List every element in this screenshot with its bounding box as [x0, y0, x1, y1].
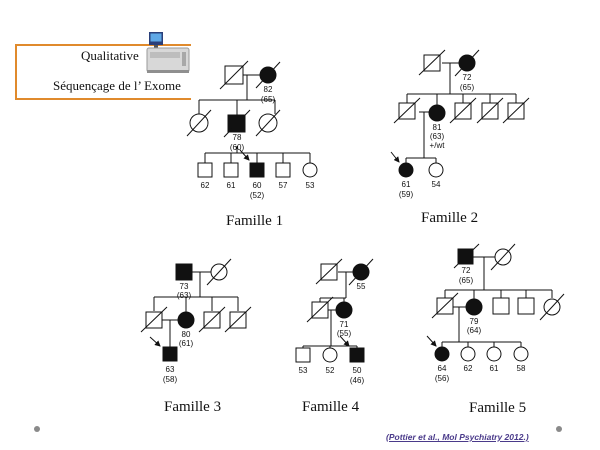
f1-child4-age: 57 [279, 181, 288, 190]
f1-proband-arrow [239, 149, 250, 161]
f2-proband-arrow [390, 151, 400, 163]
f4-mother-onset: (55) [337, 329, 352, 338]
f4-child1-age: 53 [299, 366, 308, 375]
f4-child2-age: 52 [326, 366, 335, 375]
f5-proband-age: 64 [438, 364, 447, 373]
famille-2-label: Famille 2 [421, 210, 479, 226]
f5-mother-affected [465, 298, 483, 316]
pedigree-famille-1 [186, 60, 318, 178]
f3-mother-age: 80 [182, 330, 191, 339]
slide-dot-left [34, 426, 40, 432]
slide-dot-right [556, 426, 562, 432]
sequencer-icon [146, 32, 190, 73]
f2-mother-genotype: +/wt [430, 141, 446, 150]
f3-mother-affected [177, 311, 195, 329]
f4-proband-affected [349, 347, 365, 363]
f5-grandfather-onset: (65) [459, 276, 474, 285]
famille-1-label: Famille 1 [226, 213, 284, 229]
f1-grandmother-onset: (65) [261, 95, 276, 104]
f3-grandfather-age: 73 [180, 282, 189, 291]
famille-5-label: Famille 5 [469, 400, 527, 416]
f5-child3-age: 61 [490, 364, 499, 373]
f2-child2-age: 54 [432, 180, 441, 189]
f4-mother-affected [335, 301, 353, 319]
f5-proband-affected [434, 346, 450, 362]
f2-grandmother-age: 72 [463, 73, 472, 82]
f3-proband-onset: (58) [163, 375, 178, 384]
f1-father-age: 78 [233, 133, 242, 142]
f2-proband-affected [398, 162, 414, 178]
f1-child1-age: 62 [201, 181, 210, 190]
famille-4-label: Famille 4 [302, 399, 360, 415]
f2-mother-onset: (63) [430, 132, 445, 141]
callout-qualitative: Qualitative [79, 48, 141, 64]
pedigree-famille-4 [295, 258, 374, 363]
callout-bracket [15, 44, 191, 100]
f5-proband-onset: (56) [435, 374, 450, 383]
pedigree-famille-2 [390, 49, 530, 178]
f5-child2-age: 62 [464, 364, 473, 373]
f1-grandmother-age: 82 [264, 85, 273, 94]
method-callout: Qualitative Séquençage de l’ Exome [15, 44, 191, 100]
f3-grandfather-affected [175, 263, 193, 281]
pedigree-famille-5 [426, 243, 565, 362]
pedigree-famille-3 [140, 258, 252, 362]
f2-proband-age: 61 [402, 180, 411, 189]
f4-proband-arrow [339, 335, 350, 347]
f5-proband-arrow [426, 335, 437, 347]
f2-mother-affected [428, 104, 446, 122]
f1-child5-age: 53 [306, 181, 315, 190]
f2-mother-age: 81 [433, 123, 442, 132]
f4-proband-age: 50 [353, 366, 362, 375]
f5-mother-age: 79 [470, 317, 479, 326]
f4-mother-age: 71 [340, 320, 349, 329]
f3-proband-affected [162, 346, 178, 362]
f1-proband-age: 60 [253, 181, 262, 190]
f3-mother-onset: (61) [179, 339, 194, 348]
f1-proband-affected [249, 162, 265, 178]
f5-child4-age: 58 [517, 364, 526, 373]
citation: (Pottier et al., Mol Psychiatry 2012.) [386, 432, 529, 442]
f3-proband-arrow [149, 336, 161, 347]
f1-child2-age: 61 [227, 181, 236, 190]
f1-father-onset: (60) [230, 143, 245, 152]
callout-exome-sequencing: Séquençage de l’ Exome [51, 78, 183, 94]
f4-proband-onset: (46) [350, 376, 365, 385]
famille-3-label: Famille 3 [164, 399, 222, 415]
f2-proband-onset: (59) [399, 190, 414, 199]
f5-grandfather-age: 72 [462, 266, 471, 275]
f3-grandfather-onset: (63) [177, 291, 192, 300]
f1-proband-onset: (52) [250, 191, 265, 200]
f5-mother-onset: (64) [467, 326, 482, 335]
f2-grandmother-onset: (65) [460, 83, 475, 92]
f4-grandmother-age: 55 [357, 282, 366, 291]
f3-proband-age: 63 [166, 365, 175, 374]
